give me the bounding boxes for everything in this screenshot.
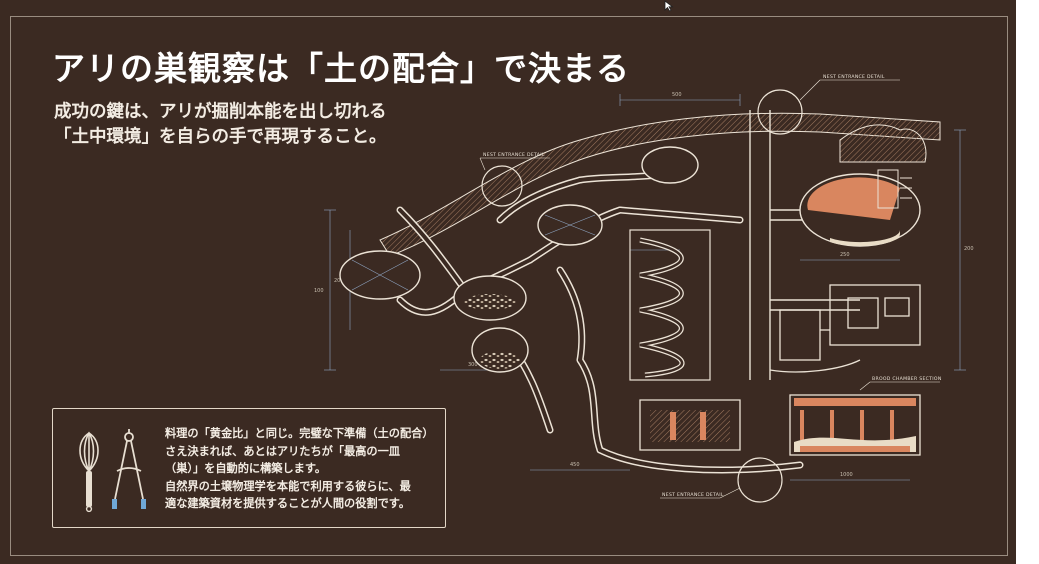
detail-circle-top bbox=[757, 89, 803, 135]
larvae-pile bbox=[464, 294, 516, 310]
label-nest-entrance-top: NEST ENTRANCE DETAIL bbox=[823, 74, 885, 80]
callout-line-5: 適な建築資材を提供することが人間の役割です。 bbox=[165, 497, 411, 510]
chamber-empty-3 bbox=[641, 146, 699, 184]
whisk-and-compass-icon bbox=[79, 429, 146, 513]
detail-labels: NEST ENTRANCE DETAIL NEST ENTRANCE DETAI… bbox=[483, 74, 942, 498]
callout-text: 料理の「黄金比」と同じ。完璧な下準備（土の配合） さえ決まれば、あとはアリたちが… bbox=[165, 425, 437, 513]
lower-chamber bbox=[639, 399, 741, 451]
brood-chamber-top bbox=[799, 124, 927, 247]
subtitle-line-1: 成功の鍵は、アリが掘削本能を出し切れる bbox=[54, 102, 387, 122]
spiral-ramp bbox=[629, 229, 711, 381]
callout-line-1: 料理の「黄金比」と同じ。完璧な下準備（土の配合） bbox=[165, 427, 434, 440]
dim-label-8: 250 bbox=[840, 252, 850, 258]
pebble-pile bbox=[480, 351, 520, 369]
callout-line-2: さえ決まれば、あとはアリたちが「最高の一皿 bbox=[165, 444, 400, 458]
label-nest-entrance-bottom: NEST ENTRANCE DETAIL bbox=[662, 492, 724, 498]
dim-label-5: 1000 bbox=[840, 472, 853, 478]
slide-title: アリの巣観察は「土の配合」で決まる bbox=[52, 49, 630, 88]
detail-leaders bbox=[479, 79, 940, 499]
callout-line-3: （巣）」を自動的に構築します。 bbox=[165, 462, 327, 475]
dim-label-2: 500 bbox=[672, 92, 682, 98]
chamber-details bbox=[351, 214, 596, 291]
detail-circle-bottom bbox=[737, 457, 783, 503]
mouse-pointer-icon bbox=[664, 0, 674, 12]
label-nest-entrance-left: NEST ENTRANCE DETAIL bbox=[483, 152, 545, 158]
tunnels-left-inner bbox=[398, 168, 802, 472]
dim-label-6: 2000 bbox=[334, 278, 347, 284]
subtitle-line-2: 「土中環境」を自らの手で再現すること。 bbox=[54, 127, 387, 147]
brood-chamber-section bbox=[789, 394, 921, 456]
slide-frame bbox=[10, 16, 1008, 556]
slide-subtitle: 成功の鍵は、アリが掘削本能を出し切れる 「土中環境」を自らの手で再現すること。 bbox=[54, 100, 387, 150]
dim-label-1: 100 bbox=[314, 288, 324, 294]
label-brood-chamber: BROOD CHAMBER SECTION bbox=[872, 376, 942, 382]
callout-box: 料理の「黄金比」と同じ。完璧な下準備（土の配合） さえ決まれば、あとはアリたちが… bbox=[52, 408, 446, 528]
dimension-labels: 100 500 200 450 1000 2000 300 250 bbox=[314, 92, 974, 478]
dim-label-3: 200 bbox=[964, 246, 974, 252]
detail-circles bbox=[481, 89, 803, 503]
callout-line-4: 自然界の土壌物理学を本能で利用する彼らに、最 bbox=[165, 479, 411, 493]
ant-nest-blueprint: 100 500 200 450 1000 2000 300 250 bbox=[314, 74, 974, 503]
rooms-middle-right bbox=[769, 284, 921, 373]
detail-circle-left bbox=[481, 165, 523, 207]
slide: アリの巣観察は「土の配合」で決まる 成功の鍵は、アリが掘削本能を出し切れる 「土… bbox=[0, 0, 1016, 564]
dim-label-7: 300 bbox=[468, 362, 478, 368]
dim-label-4: 450 bbox=[570, 462, 580, 468]
